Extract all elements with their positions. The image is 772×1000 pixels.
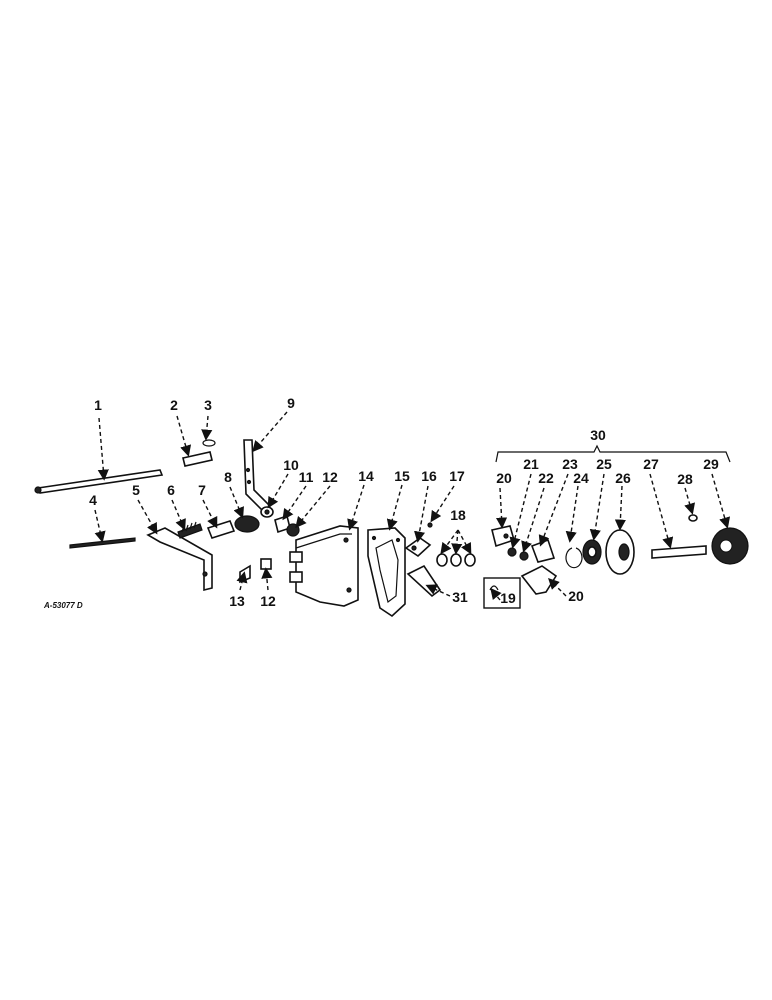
part-2-pin <box>182 451 213 467</box>
part-28-key <box>688 514 698 522</box>
part-23-block <box>530 538 556 563</box>
callout-14: 14 <box>358 468 374 484</box>
callout-11: 11 <box>299 469 314 485</box>
callout-13: 13 <box>229 593 245 609</box>
part-10-washer <box>260 506 274 518</box>
callout-24: 24 <box>573 470 589 486</box>
part-9-arm <box>243 439 272 514</box>
part-8-coil-spring <box>234 515 260 533</box>
part-1-rod <box>34 469 164 494</box>
callout-31: 31 <box>452 589 468 605</box>
callout-10: 10 <box>283 457 299 473</box>
callout-5: 5 <box>132 482 140 498</box>
part-16-fork <box>404 537 432 558</box>
figure-reference: A-53077 D <box>43 601 83 610</box>
callout-28: 28 <box>677 471 693 487</box>
callout-9: 9 <box>287 395 295 411</box>
callout-22: 22 <box>538 470 554 486</box>
callout-15: 15 <box>394 468 410 484</box>
part-3-cotter-pin <box>202 439 216 447</box>
part-21-ball <box>507 547 517 557</box>
callout-12: 12 <box>322 469 338 485</box>
part-19-box <box>483 577 521 609</box>
part-26-disc <box>605 529 635 575</box>
callout-1: 1 <box>94 397 102 413</box>
part-25-bearing <box>582 539 602 565</box>
part-31-shaft <box>406 564 442 598</box>
leader-lines <box>94 411 731 601</box>
callout-16: 16 <box>421 468 437 484</box>
callout-20-lower: 20 <box>568 588 584 604</box>
callout-25: 25 <box>596 456 612 472</box>
callout-20: 20 <box>496 470 512 486</box>
part-18-washers <box>436 553 476 567</box>
part-17-pin <box>427 522 433 528</box>
part-6-spring <box>177 521 203 539</box>
part-4-threaded-rod <box>69 537 136 549</box>
part-24-snap-ring <box>565 547 583 569</box>
part-13-key <box>239 564 251 584</box>
callout-6: 6 <box>167 482 175 498</box>
callout-18: 18 <box>450 507 466 523</box>
part-20-bracket <box>491 525 515 548</box>
callout-labels: 1 2 3 4 5 6 7 8 9 10 11 12 12 13 14 15 1… <box>89 395 719 609</box>
part-15-gasket <box>367 527 406 618</box>
callout-7: 7 <box>198 482 206 498</box>
part-29-gear <box>711 527 749 565</box>
callout-2: 2 <box>170 397 178 413</box>
part-27-shaft <box>651 545 707 559</box>
callout-19: 19 <box>500 590 516 606</box>
part-14-housing <box>289 525 359 607</box>
callout-21: 21 <box>523 456 539 472</box>
group-bracket <box>495 444 731 463</box>
part-5-lever <box>146 527 213 592</box>
callout-29: 29 <box>703 456 719 472</box>
callout-26: 26 <box>615 470 631 486</box>
callout-23: 23 <box>562 456 578 472</box>
callout-12-lower: 12 <box>260 593 276 609</box>
part-22-ball <box>519 551 529 561</box>
callout-27: 27 <box>643 456 659 472</box>
callout-17: 17 <box>449 468 465 484</box>
part-12-nut-lower <box>260 558 272 570</box>
callout-8: 8 <box>224 469 232 485</box>
group-label-30: 30 <box>590 427 606 443</box>
part-7-sleeve <box>206 520 236 539</box>
callout-4: 4 <box>89 492 97 508</box>
callout-3: 3 <box>204 397 212 413</box>
